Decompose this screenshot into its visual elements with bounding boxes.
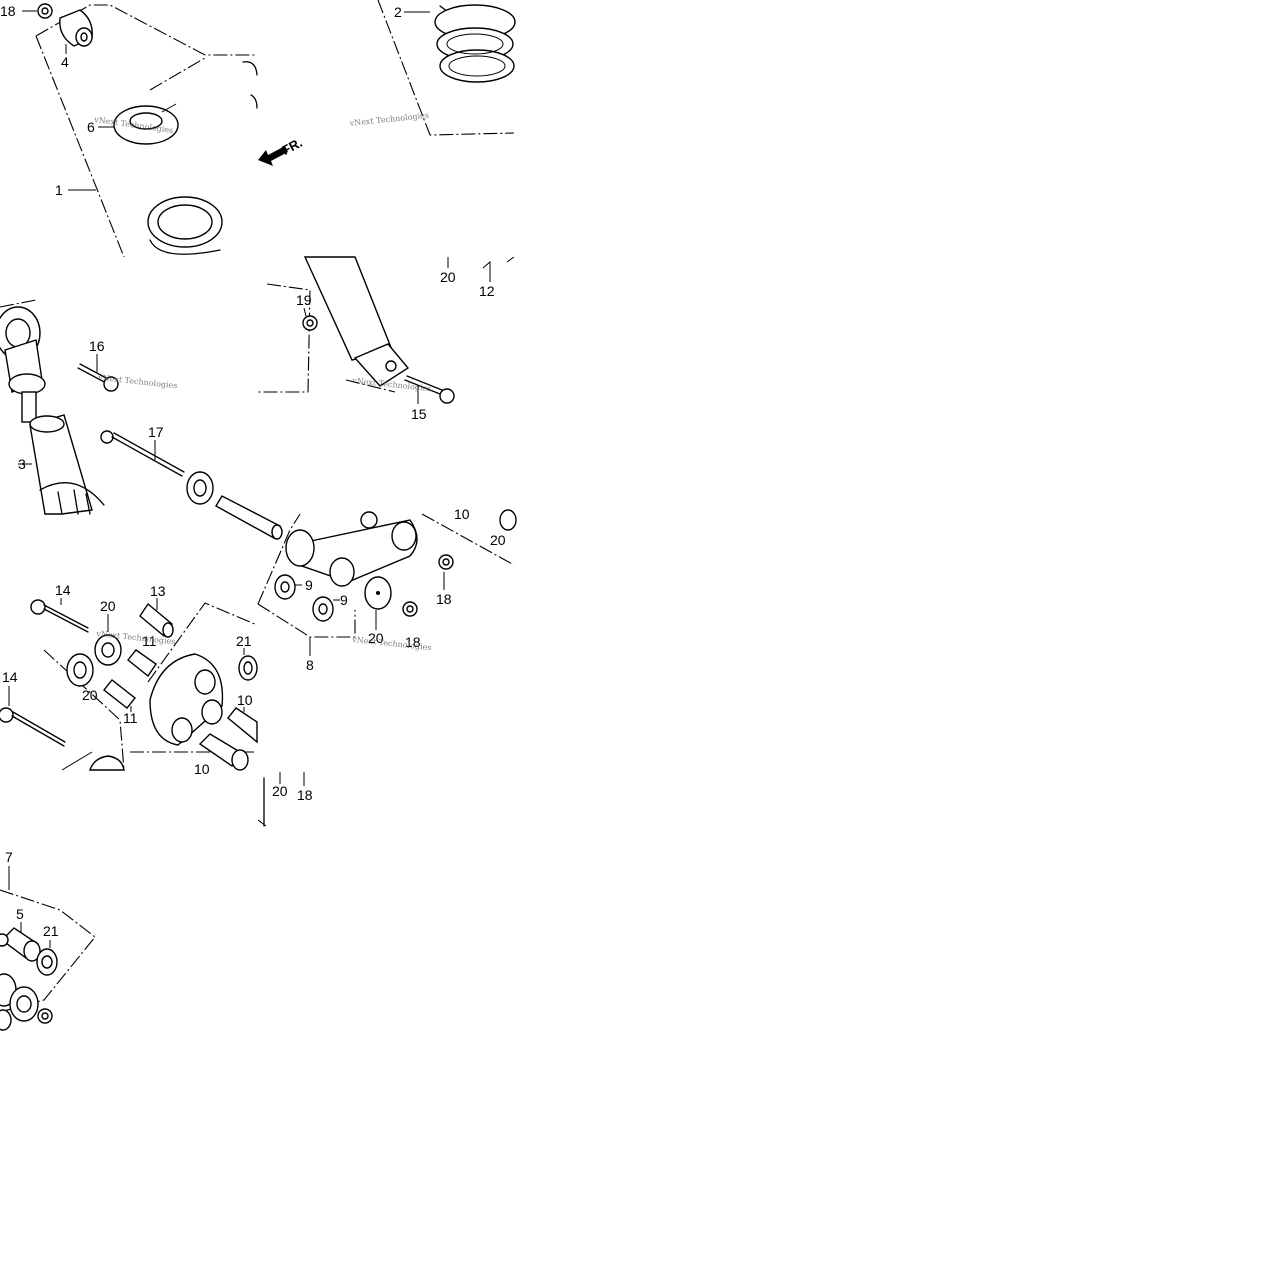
callout-9: 9 bbox=[340, 592, 348, 608]
washer-right-edge bbox=[499, 509, 517, 531]
callout-3: 3 bbox=[18, 456, 26, 472]
watermarks: vNext Technologies vNext Technologies vN… bbox=[93, 111, 432, 653]
collar-pipe bbox=[215, 495, 283, 540]
callout-18: 18 bbox=[405, 634, 421, 650]
tile-lower-arm bbox=[0, 866, 96, 1031]
dust-seal-washer bbox=[186, 471, 214, 505]
dust-seal-20e bbox=[66, 653, 94, 687]
callout-18: 18 bbox=[297, 787, 313, 803]
tile-upper-shock-mount bbox=[22, 3, 258, 258]
bolt-14b bbox=[0, 707, 66, 747]
callout-6: 6 bbox=[87, 119, 95, 135]
rear-shock-absorber-3 bbox=[0, 306, 105, 515]
callout-16: 16 bbox=[89, 338, 105, 354]
callout-10: 10 bbox=[194, 761, 210, 777]
bolt-17 bbox=[100, 430, 185, 477]
callout-18: 18 bbox=[436, 591, 452, 607]
dust-seal-21a bbox=[238, 655, 258, 681]
bolt-15 bbox=[404, 375, 455, 404]
callout-labels: 18 4 6 1 2 20 12 19 15 16 17 3 10 20 9 9… bbox=[0, 3, 506, 939]
tile-shock-absorber bbox=[0, 299, 283, 540]
callout-7: 7 bbox=[5, 849, 13, 865]
callout-1: 1 bbox=[55, 182, 63, 198]
bolt-16 bbox=[77, 363, 119, 392]
nut-18c bbox=[402, 601, 418, 617]
callout-20: 20 bbox=[82, 687, 98, 703]
spring-coil-top bbox=[147, 196, 223, 255]
callout-11: 11 bbox=[123, 710, 138, 726]
nut-18b bbox=[438, 554, 454, 570]
callout-20: 20 bbox=[100, 598, 116, 614]
watermark-text: vNext Technologies bbox=[348, 111, 429, 128]
callout-18: 18 bbox=[0, 3, 16, 19]
collar-9a bbox=[274, 574, 296, 600]
tile-shock-lower bbox=[257, 256, 515, 404]
nut-lower bbox=[37, 1008, 53, 1024]
callout-11: 11 bbox=[142, 633, 157, 649]
callout-21: 21 bbox=[236, 633, 252, 649]
callout-2: 2 bbox=[394, 4, 402, 20]
callout-21: 21 bbox=[43, 923, 59, 939]
bushing-4 bbox=[59, 9, 93, 47]
collar-13 bbox=[139, 602, 174, 638]
collar-10c bbox=[198, 733, 249, 771]
dust-seal-20 bbox=[364, 576, 392, 610]
collar-5 bbox=[0, 927, 41, 962]
callout-20: 20 bbox=[440, 269, 456, 285]
callout-8: 8 bbox=[306, 657, 314, 673]
collar-11a bbox=[127, 649, 157, 678]
tile-shock-link bbox=[257, 509, 517, 656]
callout-9: 9 bbox=[305, 577, 313, 593]
front-direction-arrow-icon bbox=[258, 146, 288, 166]
collar-10b bbox=[227, 707, 258, 744]
shock-link-arm-8 bbox=[285, 511, 418, 587]
callout-5: 5 bbox=[16, 906, 24, 922]
nut-18 bbox=[37, 3, 53, 19]
shock-body-lower bbox=[303, 256, 410, 387]
callout-15: 15 bbox=[411, 406, 427, 422]
nut-19 bbox=[302, 315, 318, 331]
callout-20: 20 bbox=[272, 783, 288, 799]
dust-seal-20d bbox=[94, 634, 122, 666]
tile-lower-mount-marks bbox=[257, 772, 305, 827]
collar-11b bbox=[103, 679, 136, 709]
callout-19: 19 bbox=[296, 292, 312, 308]
callout-20: 20 bbox=[368, 630, 384, 646]
callout-14: 14 bbox=[2, 669, 18, 685]
callout-13: 13 bbox=[150, 583, 166, 599]
dust-seal-21b bbox=[36, 948, 58, 976]
spring-coil-2 bbox=[434, 4, 516, 83]
callout-4: 4 bbox=[61, 54, 69, 70]
tile-cushion-arm bbox=[0, 598, 258, 771]
lower-bushing bbox=[0, 973, 39, 1031]
tile-spring bbox=[258, 0, 516, 166]
callout-12: 12 bbox=[479, 283, 495, 299]
collar-9b bbox=[312, 596, 334, 622]
callout-20: 20 bbox=[490, 532, 506, 548]
bolt-14a bbox=[30, 599, 89, 633]
spring-seat-6 bbox=[113, 103, 179, 145]
callout-17: 17 bbox=[148, 424, 164, 440]
callout-10: 10 bbox=[454, 506, 470, 522]
callout-14: 14 bbox=[55, 582, 71, 598]
callout-10: 10 bbox=[237, 692, 253, 708]
cushion-arm bbox=[149, 653, 224, 746]
